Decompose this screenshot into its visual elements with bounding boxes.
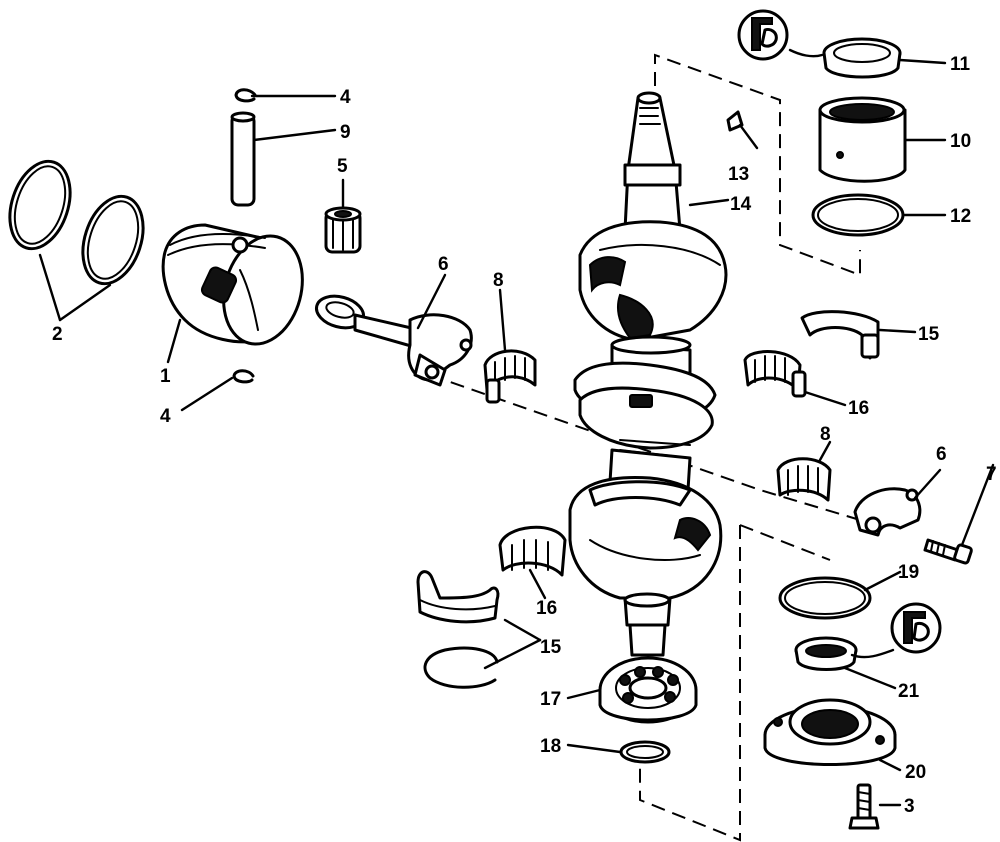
connecting-rod [314,294,473,387]
callout-4-upper: 4 [340,87,351,108]
callout-6-rod: 6 [438,254,449,275]
rod-bearing-cage-upper [483,349,537,404]
seal-symbol-bottom [890,602,942,654]
upper-o-ring [811,193,905,237]
piston-rings [8,159,145,286]
callout-7: 7 [986,464,997,485]
assembly-guide-lines [429,53,861,842]
leader-lines [38,48,995,807]
lower-seal [794,636,858,671]
rod-bearing-cage-lower [776,457,832,502]
callout-15-left: 15 [540,637,562,658]
callout-20: 20 [905,762,926,783]
connecting-rod-cap [853,487,922,537]
main-bearing-sleeve-lower [416,570,500,624]
callout-9: 9 [340,122,351,143]
retaining-ring-lower-sleeve [423,646,499,689]
callout-17: 17 [540,689,561,710]
callout-15-right: 15 [918,324,940,345]
piston [161,223,304,346]
callout-labels: 2 1 4 4 9 5 6 8 13 14 11 10 12 15 16 8 6… [52,54,997,817]
connecting-rod-bolt [923,538,973,565]
seal-symbol-top [737,9,789,61]
snap-ring [619,740,671,764]
ball-bearing [598,656,698,724]
woodruff-key [726,110,744,132]
retaining-ring-upper [234,88,257,103]
upper-needle-bearing [818,96,907,183]
callout-4-lower: 4 [160,406,171,427]
retaining-ring-lower [232,369,255,384]
main-bearing-cage-left [498,525,567,577]
main-bearing-sleeve-upper [800,310,880,360]
lower-o-ring [778,576,872,620]
callout-21: 21 [898,681,920,702]
crankshaft [568,91,728,657]
callout-10: 10 [950,131,971,152]
callout-16-left: 16 [536,598,557,619]
wrist-pin [230,111,256,207]
callout-18: 18 [540,736,561,757]
callout-12: 12 [950,206,971,227]
callout-5: 5 [337,156,348,177]
callout-19: 19 [898,562,919,583]
callout-14: 14 [730,194,752,215]
needle-bearing-small [324,206,362,254]
callout-2: 2 [52,324,63,345]
upper-seal [822,37,902,79]
callout-1: 1 [160,366,171,387]
callout-6-cap: 6 [936,444,947,465]
housing-screw [848,783,880,830]
callout-8-right: 8 [820,424,831,445]
bearing-housing [763,698,897,766]
main-bearing-cage-right [743,350,807,398]
callout-3: 3 [904,796,915,817]
callout-13: 13 [728,164,749,185]
callout-11: 11 [950,54,971,75]
callout-8-left: 8 [493,270,504,291]
callout-16-right: 16 [848,398,869,419]
